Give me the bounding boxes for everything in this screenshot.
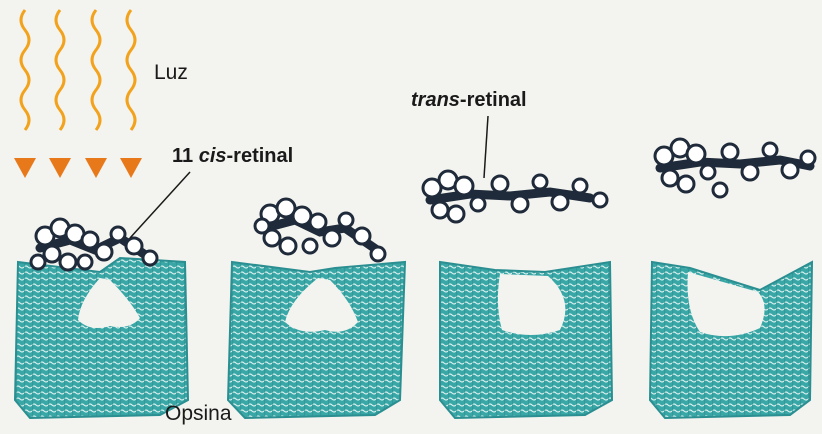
retinal-trans	[423, 171, 607, 222]
opsin-stage-2	[228, 199, 405, 418]
light-wave-icon	[14, 10, 36, 178]
retinal-trans	[655, 139, 815, 197]
opsin-label: Opsina	[165, 403, 232, 424]
light-wave-icon	[49, 10, 71, 178]
cis-retinal-label: 11 cis-retinal	[172, 146, 293, 166]
light-waves	[14, 10, 142, 178]
trans-retinal-leader	[484, 116, 488, 178]
cis-number: 11	[172, 145, 199, 167]
trans-retinal-label: trans-retinal	[411, 90, 527, 110]
cis-retinal-leader	[130, 172, 190, 238]
arrowhead-icon	[14, 158, 36, 178]
trans-italic: trans	[411, 89, 460, 111]
arrowhead-icon	[85, 158, 107, 178]
light-wave-icon	[120, 10, 142, 178]
trans-suffix: -retinal	[460, 89, 527, 111]
opsin-stage-3	[423, 171, 612, 418]
arrowhead-icon	[49, 158, 71, 178]
opsin-stage-4	[650, 139, 815, 418]
light-label: Luz	[154, 62, 188, 83]
opsin-stage-1	[15, 219, 188, 418]
light-wave-icon	[85, 10, 107, 178]
retinal-lifting	[255, 199, 385, 261]
cis-italic: cis	[199, 145, 227, 167]
arrowhead-icon	[120, 158, 142, 178]
cis-suffix: -retinal	[227, 145, 294, 167]
